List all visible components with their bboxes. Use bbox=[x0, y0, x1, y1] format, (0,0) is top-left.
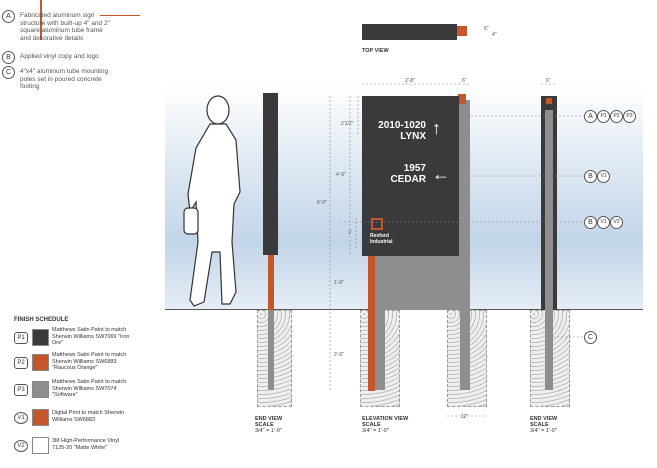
dim-top-depth2: 4" bbox=[492, 32, 497, 38]
callout-marker: P3 bbox=[623, 110, 636, 123]
arrow-up-icon: ↑ bbox=[432, 118, 441, 138]
callout-marker: P1 bbox=[597, 110, 610, 123]
end-view-left-sign bbox=[263, 93, 278, 255]
sign-line3: 1957 bbox=[403, 163, 426, 174]
callout-marker: V1 bbox=[597, 216, 610, 229]
finish-code: V1 bbox=[14, 412, 28, 424]
end-view-right-scale: 3/4" = 1'-0" bbox=[530, 428, 557, 434]
finish-text: Matthews Satin Paint to match Sherwin Wi… bbox=[52, 352, 127, 371]
finish-swatch bbox=[32, 437, 49, 454]
logo-text-2: Industrial bbox=[370, 239, 393, 245]
end-view-left-label: END VIEW bbox=[255, 416, 283, 422]
elevation-scale: 3/4" = 1'-0" bbox=[362, 428, 389, 434]
finish-code: P2 bbox=[14, 357, 28, 369]
finish-schedule-title: FINISH SCHEDULE bbox=[14, 317, 69, 323]
top-view-pole bbox=[457, 26, 467, 36]
finish-code: P3 bbox=[14, 384, 28, 396]
note-marker: C bbox=[2, 66, 15, 79]
callout-marker: V1 bbox=[597, 170, 610, 183]
finish-swatch bbox=[32, 354, 49, 371]
end-view-left-pole-buried bbox=[268, 310, 274, 390]
finish-text: Matthews Satin Paint to match Sherwin Wi… bbox=[52, 379, 127, 398]
sign-line1: 2010-1020 bbox=[378, 120, 426, 131]
dim-width-total: 2'-8" bbox=[405, 78, 415, 84]
dim-pole-above: 1'-6" bbox=[334, 280, 344, 286]
dim-end-width: 6" bbox=[546, 78, 551, 84]
callout-marker: C bbox=[584, 331, 597, 344]
elevation-view-label: ELEVATION VIEW bbox=[362, 416, 409, 422]
finish-swatch bbox=[32, 409, 49, 426]
callout-marker: B bbox=[584, 216, 597, 229]
end-view-left-scale: 3/4" = 1'-0" bbox=[255, 428, 282, 434]
note-marker: B bbox=[2, 51, 15, 64]
arrow-left-icon: ← bbox=[432, 164, 450, 184]
finish-swatch bbox=[32, 381, 49, 398]
top-view-sign bbox=[362, 24, 457, 40]
person-silhouette bbox=[183, 95, 241, 307]
end-view-left-scale-label: SCALE bbox=[255, 422, 274, 428]
finish-swatch bbox=[32, 329, 49, 346]
elevation-orange-edge bbox=[458, 94, 466, 104]
callout-marker: V2 bbox=[610, 216, 623, 229]
finish-code: P1 bbox=[14, 332, 28, 344]
dim-top-depth: 6" bbox=[484, 26, 489, 32]
callout-marker: A bbox=[584, 110, 597, 123]
sign-line4: CEDAR bbox=[390, 174, 426, 185]
logo-mark-icon bbox=[371, 218, 383, 230]
logo-text-1: Rexford bbox=[370, 233, 389, 239]
dim-footing-width: 12" bbox=[461, 414, 469, 420]
end-view-right-accent bbox=[546, 98, 552, 104]
accent-line-horizontal bbox=[100, 15, 140, 16]
end-view-right-label: END VIEW bbox=[530, 416, 558, 422]
note-text: Fabricated aluminum sign structure with … bbox=[20, 12, 110, 42]
accent-line bbox=[40, 0, 42, 40]
elevation-pole-left bbox=[368, 256, 375, 391]
dim-mid: 4'-6" bbox=[336, 172, 346, 178]
note-marker: A bbox=[2, 10, 15, 23]
finish-text: Digital Print to match Sherwin Williams … bbox=[52, 410, 125, 423]
end-view-right-scale-label: SCALE bbox=[530, 422, 549, 428]
callout-marker: P2 bbox=[610, 110, 623, 123]
elevation-scale-label: SCALE bbox=[362, 422, 381, 428]
footing-left bbox=[257, 310, 292, 407]
elevation-pole-left-buried bbox=[375, 310, 385, 390]
finish-code: V2 bbox=[14, 440, 28, 452]
elevation-pole-right-buried bbox=[460, 310, 470, 390]
note-text: Applied vinyl copy and logo bbox=[20, 53, 99, 60]
callout-marker: B bbox=[584, 170, 597, 183]
note-text: 4"x4" aluminum tube mounting poles set i… bbox=[20, 68, 109, 90]
dim-width-side: 6" bbox=[462, 78, 467, 84]
dim-overall: 6'-0" bbox=[317, 200, 327, 206]
top-view-label: TOP VIEW bbox=[362, 48, 389, 54]
end-view-right-column bbox=[545, 110, 553, 390]
finish-text: Matthews Satin Paint to match Sherwin Wi… bbox=[52, 327, 130, 346]
dim-header: 2'1/2" bbox=[341, 121, 354, 127]
sign-line2: LYNX bbox=[400, 131, 426, 142]
finish-text: 3M High-Performance Vinyl 7125-20 "Matte… bbox=[52, 438, 120, 451]
dim-footing: 2'-6" bbox=[334, 352, 344, 358]
